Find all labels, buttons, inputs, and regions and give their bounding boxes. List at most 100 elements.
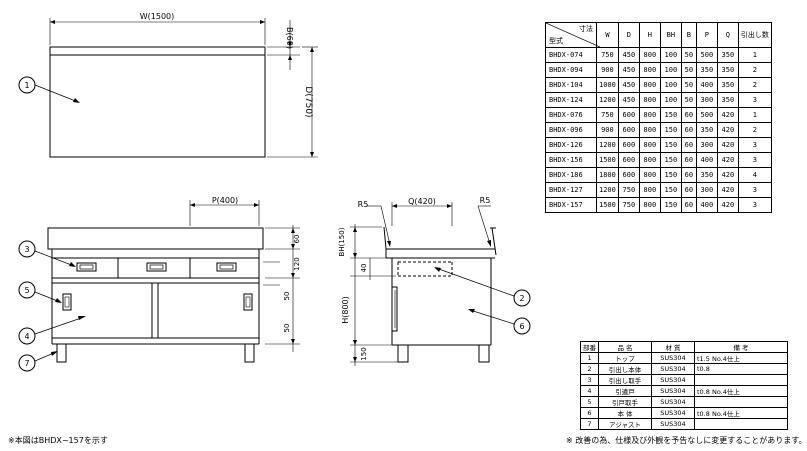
dim-drawer-pitch: P(400): [212, 196, 238, 205]
side-view: [350, 202, 531, 366]
spec-value-cell: 800: [638, 77, 661, 93]
part-name: 引出し取手: [598, 374, 652, 386]
part-name: 引戸取手: [598, 396, 652, 408]
top-view: [18, 18, 318, 158]
part-number: 4: [580, 385, 599, 397]
dim-radius-right: R5: [480, 196, 491, 205]
spec-col-q: Q: [716, 22, 739, 48]
spec-value-cell: 60: [680, 197, 697, 213]
spec-value-cell: 800: [638, 137, 661, 153]
spec-value-cell: 1: [737, 47, 772, 63]
spec-value-cell: 3: [737, 137, 772, 153]
spec-value-cell: 150: [659, 182, 682, 198]
parts-col-no: 部番: [580, 341, 599, 353]
spec-value-cell: 450: [617, 77, 640, 93]
callout-2: 2: [519, 294, 524, 303]
spec-value-cell: 800: [638, 197, 661, 213]
spec-col-d: D: [617, 22, 640, 48]
spec-model-cell: BHDX-094: [545, 62, 597, 78]
spec-value-cell: 50: [680, 62, 697, 78]
spec-value-cell: 350: [716, 77, 739, 93]
spec-col-h: H: [638, 22, 661, 48]
part-name: アジャスト: [598, 418, 652, 430]
callout-4: 4: [24, 332, 29, 341]
part-remarks: [694, 418, 788, 430]
spec-value-cell: 420: [716, 167, 739, 183]
spec-corner-bottom: 型式: [549, 37, 563, 45]
spec-model-cell: BHDX-076: [545, 107, 597, 123]
spec-value-cell: 420: [716, 137, 739, 153]
spec-value-cell: 60: [680, 152, 697, 168]
part-number: 1: [580, 352, 599, 364]
spec-value-cell: 800: [638, 47, 661, 63]
part-material: SUS304: [651, 396, 695, 408]
spec-value-cell: 150: [659, 107, 682, 123]
spec-value-cell: 300: [695, 92, 718, 108]
spec-header-row: 寸法 型式 W D H BH B P Q 引出し数: [545, 22, 772, 48]
spec-value-cell: 3: [737, 92, 772, 108]
spec-value-cell: 150: [659, 197, 682, 213]
dim-60: 60: [293, 235, 301, 244]
spec-col-drawers: 引出し数: [737, 22, 772, 48]
spec-value-cell: 1800: [596, 167, 619, 183]
spec-value-cell: 3: [737, 152, 772, 168]
part-number: 3: [580, 374, 599, 386]
spec-value-cell: 60: [680, 122, 697, 138]
spec-value-cell: 750: [596, 107, 619, 123]
spec-value-cell: 350: [695, 122, 718, 138]
part-material: SUS304: [651, 407, 695, 419]
spec-value-cell: 150: [659, 122, 682, 138]
note-right: ※ 改善の為、仕様及び外観を予告なしに変更することがあります。: [566, 436, 807, 445]
spec-value-cell: 400: [695, 197, 718, 213]
spec-value-cell: 500: [695, 107, 718, 123]
spec-value-cell: 420: [716, 197, 739, 213]
spec-model-cell: BHDX-096: [545, 122, 597, 138]
spec-value-cell: 420: [716, 107, 739, 123]
spec-col-b: B: [680, 22, 697, 48]
spec-model-cell: BHDX-127: [545, 182, 597, 198]
part-remarks: t0.8 No.4仕上: [694, 407, 788, 419]
part-material: SUS304: [651, 418, 695, 430]
parts-col-remarks: 備 考: [694, 341, 788, 353]
dim-50b: 50: [283, 324, 291, 333]
spec-value-cell: 600: [617, 137, 640, 153]
spec-value-cell: 150: [659, 152, 682, 168]
part-name: 本 体: [598, 407, 652, 419]
dim-height: H(800): [341, 296, 350, 324]
spec-value-cell: 800: [638, 107, 661, 123]
spec-model-cell: BHDX-074: [545, 47, 597, 63]
spec-value-cell: 400: [695, 77, 718, 93]
spec-value-cell: 50: [680, 77, 697, 93]
part-remarks: t0.8: [694, 363, 788, 375]
callout-6: 6: [519, 322, 524, 331]
part-remarks: t0.8 No.4仕上: [694, 385, 788, 397]
spec-corner-cell: 寸法 型式: [545, 22, 600, 48]
spec-value-cell: 50: [680, 92, 697, 108]
spec-value-cell: 600: [617, 107, 640, 123]
spec-model-cell: BHDX-124: [545, 92, 597, 108]
spec-model-cell: BHDX-156: [545, 152, 597, 168]
dim-width: W(1500): [140, 12, 175, 21]
spec-model-cell: BHDX-126: [545, 137, 597, 153]
spec-value-cell: 50: [680, 47, 697, 63]
dim-top-thickness: BH(150): [338, 227, 346, 256]
spec-value-cell: 350: [695, 62, 718, 78]
spec-corner-top: 寸法: [579, 25, 593, 33]
spec-value-cell: 450: [617, 92, 640, 108]
dim-50a: 50: [283, 292, 291, 301]
spec-value-cell: 500: [695, 47, 718, 63]
part-number: 2: [580, 363, 599, 375]
part-material: SUS304: [651, 352, 695, 364]
spec-value-cell: 300: [695, 182, 718, 198]
callout-7: 7: [24, 359, 29, 368]
